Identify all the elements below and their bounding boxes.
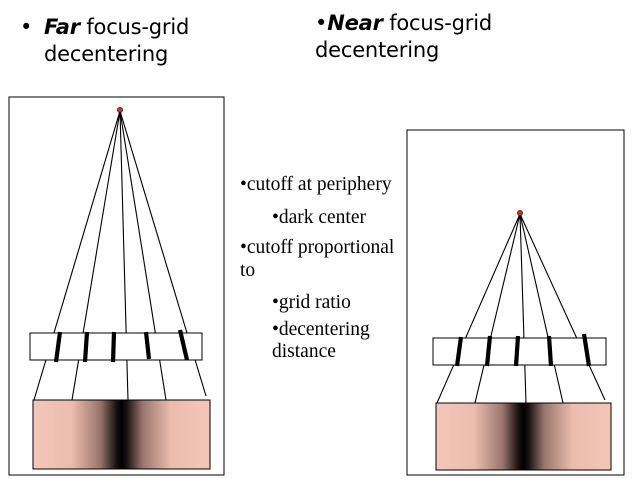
title-bullet: • <box>315 11 328 35</box>
title-emphasis: Far <box>44 15 80 39</box>
film-density <box>32 399 211 470</box>
near-focus-diagram <box>406 129 625 476</box>
bullet-item: •cutoff proportional to <box>240 237 395 281</box>
focal-point <box>517 210 523 216</box>
title-rest: focus-grid <box>382 11 492 35</box>
title-emphasis: Near <box>327 11 383 35</box>
title-far-focus-grid: • Far focus-grid decentering <box>20 14 240 68</box>
title-line2: decentering <box>315 38 440 62</box>
title-line2: decentering <box>44 42 169 66</box>
title-bullet: • <box>20 15 33 39</box>
bullet-item: •cutoff at periphery <box>240 174 392 195</box>
grid-strips <box>53 329 190 363</box>
far-focus-diagram <box>8 96 225 476</box>
bullet-item: •dark center <box>272 206 366 228</box>
grid-strips <box>454 333 592 367</box>
bullet-item: •grid ratio <box>272 292 351 313</box>
diagram-frame <box>406 129 625 476</box>
bullet-item: •decentering distance <box>272 318 370 363</box>
explanation-bullets: •cutoff at periphery •dark center •cutof… <box>240 174 410 372</box>
diagram-frame <box>8 96 225 476</box>
x-ray-lines <box>436 213 606 404</box>
focal-point <box>117 107 123 113</box>
title-rest: focus-grid <box>79 15 190 39</box>
film-density <box>435 402 612 471</box>
title-near-focus-grid: •Near focus-grid decentering <box>315 10 575 64</box>
